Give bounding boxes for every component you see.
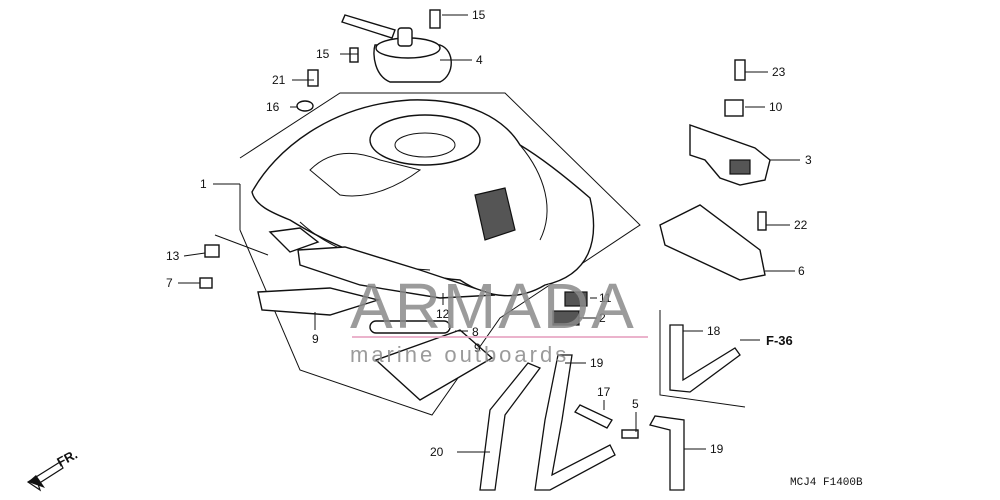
callout-2: 2 xyxy=(599,311,606,325)
mounting-bracket xyxy=(689,124,771,186)
callout-22: 22 xyxy=(794,218,808,232)
hoses xyxy=(479,324,741,491)
callout-4: 4 xyxy=(476,53,483,67)
callout-3: 3 xyxy=(805,153,812,167)
watermark: ARMADA marine outboards xyxy=(350,270,648,367)
callout-10: 10 xyxy=(769,100,783,114)
callout-9-left: 9 xyxy=(312,332,319,346)
callout-8: 8 xyxy=(472,325,479,339)
callout-12: 12 xyxy=(436,307,450,321)
hardware xyxy=(199,47,767,439)
callout-6: 6 xyxy=(798,264,805,278)
callout-9-right: 9 xyxy=(474,341,481,355)
leader-lines xyxy=(178,14,800,453)
callout-11: 11 xyxy=(599,291,612,305)
callout-7: 7 xyxy=(166,276,173,290)
callout-17: 17 xyxy=(597,385,611,399)
callout-labels: 15 15 4 21 16 1 13 7 9 12 8 9 23 10 3 22… xyxy=(166,8,812,459)
callout-15: 15 xyxy=(316,47,330,61)
callout-15-top: 15 xyxy=(472,8,486,22)
callout-18: 18 xyxy=(707,324,721,338)
reference-box xyxy=(659,310,746,408)
callout-23: 23 xyxy=(772,65,786,79)
side-covers xyxy=(257,227,496,401)
callout-21: 21 xyxy=(272,73,286,87)
front-arrow-icon: FR. xyxy=(26,447,80,492)
callout-1: 1 xyxy=(200,177,207,191)
callout-20: 20 xyxy=(430,445,444,459)
callout-19-lower: 19 xyxy=(710,442,724,456)
reference-f36: F-36 xyxy=(766,333,793,348)
tank-mount-plate xyxy=(659,204,766,281)
fuel-cap xyxy=(341,9,452,83)
fuel-tank xyxy=(251,99,595,297)
watermark-tagline: marine outboards xyxy=(350,342,569,367)
callout-19-upper: 19 xyxy=(590,356,604,370)
callout-5: 5 xyxy=(632,397,639,411)
watermark-brand: ARMADA xyxy=(350,270,636,342)
diagram-code: MCJ4 F1400B xyxy=(790,477,863,489)
callout-16: 16 xyxy=(266,100,280,114)
callout-13: 13 xyxy=(166,249,180,263)
